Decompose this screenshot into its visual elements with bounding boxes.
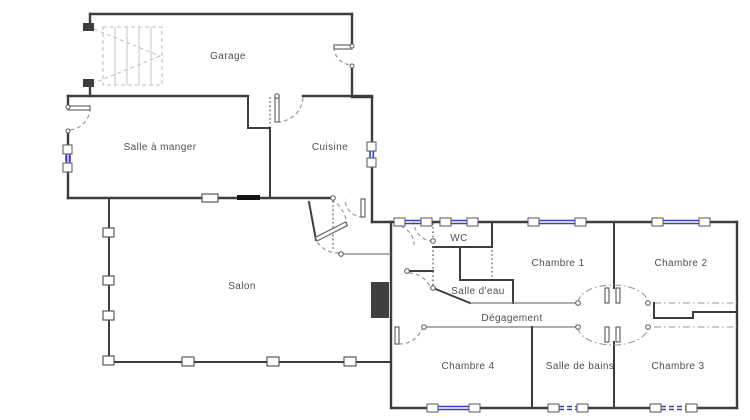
window-icon — [366, 141, 377, 168]
stairs-icon — [83, 23, 163, 87]
window-icon — [649, 403, 698, 413]
interior-walls — [247, 95, 738, 409]
veranda-posts — [102, 227, 357, 367]
room-label-salle-deau: Salle d'eau — [451, 286, 505, 297]
door-leaf — [615, 287, 621, 304]
door-leaf — [274, 95, 280, 123]
room-labels: Garage Salle à manger Cuisine Salon WC C… — [124, 51, 708, 372]
wall-vent-icon — [201, 193, 219, 203]
door-leaves — [67, 44, 621, 345]
radiator-icon — [237, 195, 260, 200]
door-leaf — [333, 44, 353, 50]
window-icon — [426, 403, 481, 413]
room-label-cuisine: Cuisine — [312, 142, 348, 153]
window-icon — [651, 217, 711, 227]
door-swing-arcs — [67, 46, 649, 346]
door-leaf-angled — [314, 221, 349, 242]
room-label-chambre-1: Chambre 1 — [531, 258, 584, 269]
window-icon — [527, 217, 587, 227]
windows — [62, 141, 711, 413]
room-label-chambre-3: Chambre 3 — [651, 361, 704, 372]
room-label-chambre-2: Chambre 2 — [654, 258, 707, 269]
door-leaf — [604, 326, 610, 343]
room-label-salon: Salon — [228, 281, 256, 292]
exterior-walls — [66, 12, 739, 410]
window-icon — [62, 144, 73, 173]
window-icon — [393, 217, 433, 227]
room-label-salle-a-manger: Salle à manger — [124, 142, 197, 153]
room-label-degagement: Dégagement — [481, 313, 542, 324]
door-leaf — [604, 287, 610, 304]
door-leaf — [615, 326, 621, 343]
room-label-wc: WC — [450, 233, 467, 244]
room-label-garage: Garage — [210, 51, 246, 62]
fireplace-icon — [371, 282, 389, 318]
room-label-salle-de-bains: Salle de bains — [546, 361, 614, 372]
hinge-marks — [65, 43, 651, 330]
door-leaf — [394, 326, 400, 345]
room-label-chambre-4: Chambre 4 — [441, 361, 494, 372]
door-leaf — [360, 198, 366, 218]
door-leaf — [67, 105, 91, 111]
open-passages — [269, 97, 493, 287]
window-icon — [547, 403, 589, 413]
window-icon — [439, 217, 479, 227]
